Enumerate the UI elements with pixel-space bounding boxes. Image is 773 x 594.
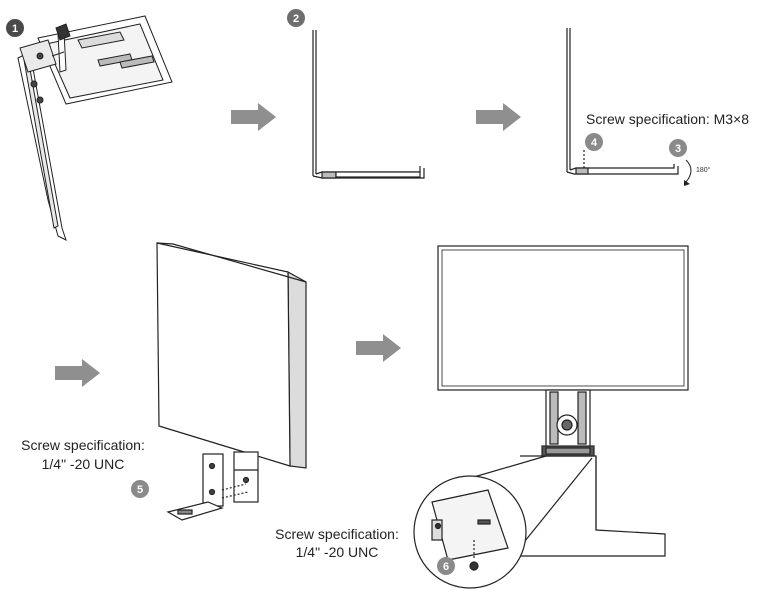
step3-bracket-side-view — [566, 28, 692, 186]
arrow-2-to-3 — [476, 103, 521, 131]
step2-bracket-side-view — [312, 30, 425, 179]
arrow-to-step6 — [356, 334, 401, 362]
step5-badge-number: 5 — [137, 484, 143, 496]
step1-bracket-illustration — [17, 15, 173, 241]
step1-badge: 1 — [6, 19, 24, 37]
rotation-angle-label: 180° — [696, 167, 711, 174]
screw-spec-unc-label-step5-line2: 1/4" -20 UNC — [41, 456, 125, 472]
step3-badge-circle — [669, 139, 687, 157]
step4-badge: 4 — [585, 133, 603, 151]
step3-badge: 3 — [669, 139, 687, 157]
screw-spec-unc-label-step6-line1: Screw specification: — [275, 526, 399, 542]
step3-badge-number: 3 — [675, 143, 681, 155]
arrow-1-to-2 — [231, 103, 276, 131]
screw-spec-unc-label-step5-line1: Screw specification: — [21, 437, 145, 453]
arrow-to-step5 — [55, 359, 100, 387]
step6-badge-circle — [437, 557, 455, 575]
step6-badge: 6 — [437, 557, 455, 575]
step4-badge-circle — [585, 133, 603, 151]
step2-badge-number: 2 — [293, 13, 299, 25]
screw-spec-unc-label-step6-line2: 1/4" -20 UNC — [295, 544, 379, 560]
step6-badge-number: 6 — [443, 561, 449, 573]
step6-monitor-on-stand — [413, 245, 689, 589]
step1-badge-circle — [6, 19, 24, 37]
step2-badge: 2 — [287, 9, 305, 27]
step5-badge-circle — [131, 480, 149, 498]
step5-monitor-illustration — [156, 242, 307, 521]
step2-badge-circle — [287, 9, 305, 27]
step5-badge: 5 — [131, 480, 149, 498]
screw-spec-m3-label: Screw specification: M3×8 — [586, 111, 750, 127]
step4-badge-number: 4 — [591, 137, 598, 149]
step1-badge-number: 1 — [12, 23, 18, 35]
